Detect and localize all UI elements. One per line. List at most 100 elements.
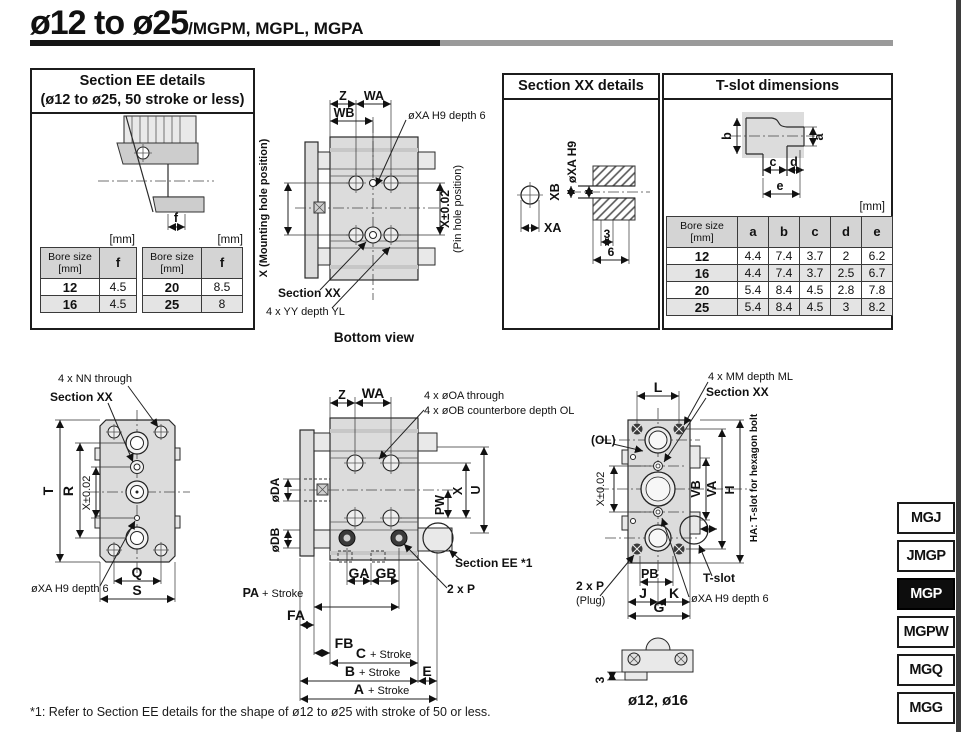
table-cell: 20 [666,281,738,299]
dim-fa: FA [287,607,305,623]
dim-d: d [790,155,798,169]
section-ee-geometry [98,115,214,231]
bore-size-header-line2: [mm] [160,263,184,275]
left-view-drawing: 4 x NN through Section XX T R X±0.02 øXA… [31,373,190,603]
section-ee-table-left: Bore size [mm] f 12 4.5 16 4.5 [40,247,137,313]
table-cell: 3.7 [799,247,831,265]
dim-l: L [654,379,663,395]
t-slot-dimensions [733,118,817,198]
table-cell: 5.4 [737,298,769,316]
table-cell: 8.4 [768,298,800,316]
section-ee-title-line2: (ø12 to ø25, 50 stroke or less) [40,91,245,108]
bore-size-header-line1: Bore size [680,219,724,232]
dim-x: X [451,486,465,495]
ha-tslot-label: HA: T-slot for hexagon bolt [749,413,760,542]
dim-db: øDB [268,527,282,552]
dim-r: R [60,486,76,496]
section-xx-dimensions [520,186,630,264]
tab-mgj[interactable]: MGJ [897,502,955,534]
table-cell: 20 [142,278,202,296]
sub-dim-3: 3 [593,676,607,683]
sub-caption: ø12, ø16 [628,692,688,709]
table-cell: 2.5 [830,264,862,282]
table-row: 25 8 [142,295,243,313]
port-2xp-label: 2 x P [447,582,475,596]
page-title: ø12 to ø25/MGPM, MGPL, MGPA [30,4,364,43]
dim-b-suffix: + Stroke [359,667,400,679]
table-row: 20 8.5 [142,278,243,296]
table-cell: 4.5 [799,298,831,316]
side-view-holes [338,452,454,554]
table-cell: 5.4 [737,281,769,299]
model-tab-rail: MGJ JMGP MGP MGPW MGQ MGG [897,502,955,730]
table-cell: 2.8 [830,281,862,299]
dim-ga: GA [349,565,370,581]
bore-size-header: Bore size [mm] [40,247,100,279]
col-c-header: c [799,216,831,248]
pin-hole-label: (Pin hole position) [452,165,464,253]
table-row: 16 4.5 [40,295,137,313]
dim-xb: XB [548,183,562,200]
dim-q: Q [132,564,143,580]
xa-depth-label: øXA H9 depth 6 [31,583,109,595]
table-cell: 7.4 [768,264,800,282]
dim-pa: PA [243,586,259,600]
side-view-dimensions [283,397,489,703]
nn-through-label: 4 x NN through [58,373,132,385]
table-cell: 25 [666,298,738,316]
tab-mgq[interactable]: MGQ [897,654,955,686]
ob-counterbore-label: 4 x øOB counterbore depth OL [424,405,574,417]
mm-depth-label: 4 x MM depth ML [708,371,793,383]
left-view-dimensions [55,385,176,603]
dim-x-pin: X±0.02 [595,472,607,507]
dim-s: S [132,582,141,598]
table-row: 20 5.4 8.4 4.5 2.8 7.8 [666,281,893,299]
dim-e: E [422,663,431,679]
table-header-row: Bore size [mm] a b c d e [666,216,893,248]
dim-wa: WA [362,385,385,401]
table-cell: 8 [201,295,243,313]
dim-g: G [654,599,665,615]
dim-a: A [354,681,364,697]
col-a-header: a [737,216,769,248]
dim-b: b [720,132,734,140]
table-cell: 6.2 [861,247,893,265]
table-cell: 8.2 [861,298,893,316]
table-cell: 7.4 [768,247,800,265]
table-cell: 4.4 [737,264,769,282]
plug-label: (Plug) [576,595,605,607]
dim-k: K [669,585,679,601]
tab-jmgp[interactable]: JMGP [897,540,955,572]
mounting-hole-label: X (Mounting hole position) [258,138,270,277]
side-view-geometry [290,417,458,563]
tab-mgpw[interactable]: MGPW [897,616,955,648]
table-cell: 16 [40,295,100,313]
dim-gb: GB [376,565,397,581]
dim-u: U [469,485,483,494]
section-xx-callout: Section XX [706,385,769,399]
port-2xp-label: 2 x P [576,579,604,593]
side-view-drawing: Z WA 4 x øOA through 4 x øOB counterbore… [243,385,574,703]
dim-t: T [40,486,56,495]
section-xx-drawing: XA øXA H9 XB 3 6 [517,141,650,264]
tab-mgp[interactable]: MGP [897,578,955,610]
dim-wb: WB [334,106,355,120]
section-ee-callout: Section EE *1 [455,556,533,570]
table-header-row: Bore size [mm] f [142,247,243,279]
title-underline [30,40,440,46]
dim-c-suffix: + Stroke [370,649,411,661]
dim-xa: XA [544,221,561,235]
dim-b: B [345,663,355,679]
section-ee-f-dim: f [174,211,179,225]
bottom-view-dimensions [284,100,445,309]
table-cell: 3 [830,298,862,316]
end-view-dimensions [599,381,744,620]
table-row: 16 4.4 7.4 3.7 2.5 6.7 [666,264,893,282]
section-ee-title: Section EE details (ø12 to ø25, 50 strok… [32,70,253,114]
dim-wa: WA [364,89,384,103]
xa-depth-label: øXA H9 depth 6 [691,593,769,605]
bore-size-header: Bore size [mm] [666,216,738,248]
dim-h: H [723,485,737,494]
tab-mgg[interactable]: MGG [897,692,955,724]
dim-pw: PW [433,495,447,515]
